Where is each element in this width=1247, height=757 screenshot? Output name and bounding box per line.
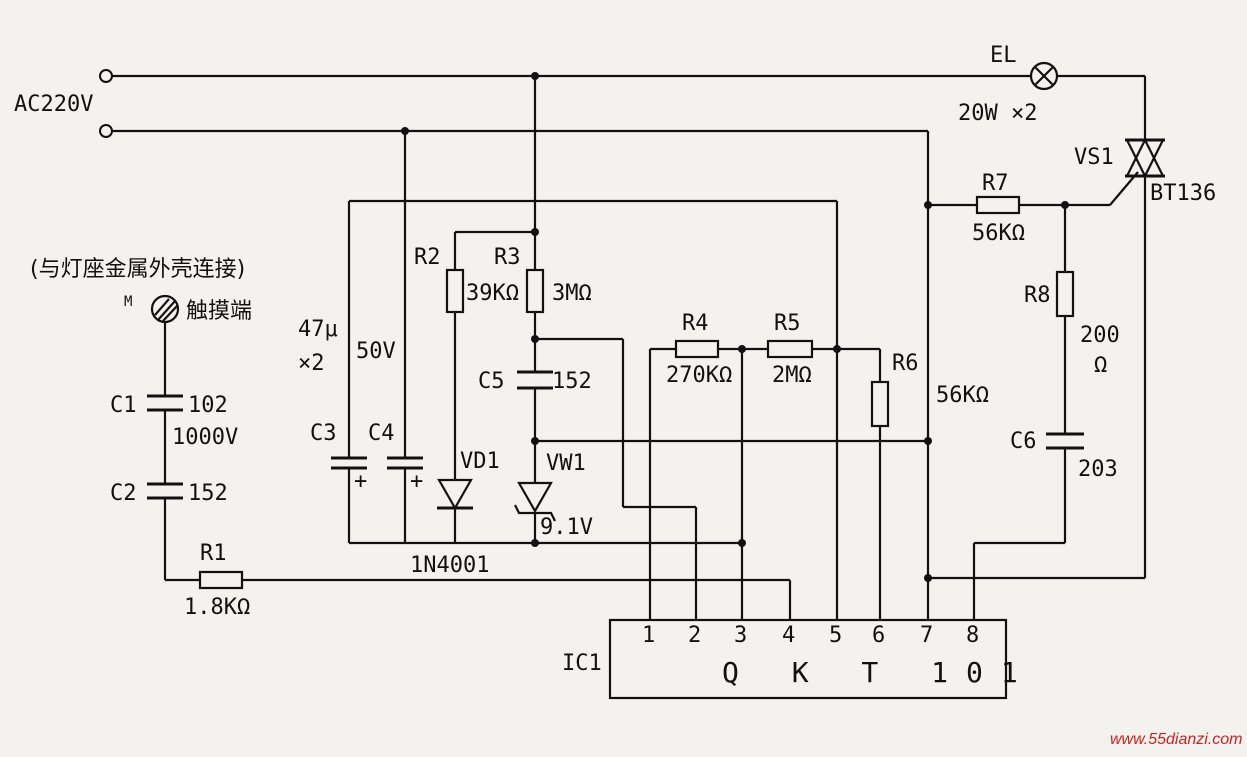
c3-label: C3 <box>310 421 337 446</box>
ic-pin-6: 6 <box>872 623 885 648</box>
c5-label: C5 <box>478 369 505 394</box>
capacitor-c6 <box>1046 432 1084 450</box>
ic-pin-4: 4 <box>782 623 795 648</box>
r6-label: R6 <box>892 351 919 376</box>
resistor-r6 <box>870 380 890 428</box>
c4-label: C4 <box>368 421 395 446</box>
capacitor-c2 <box>147 482 183 500</box>
triac-vs1 <box>1125 137 1165 179</box>
capacitor-c4 <box>387 456 423 470</box>
c34-value-1: 47μ <box>298 317 338 342</box>
vw1-label: VW1 <box>546 451 586 476</box>
ac-label: AC220V <box>14 92 93 117</box>
resistor-r2 <box>445 268 465 314</box>
c34-value-2: ×2 <box>298 351 325 376</box>
resistor-r8 <box>1055 270 1075 318</box>
touch-label: 触摸端 <box>186 299 252 324</box>
resistor-r7 <box>975 195 1021 215</box>
ic-pin-8: 8 <box>966 623 979 648</box>
watermark: www.55dianzi.com <box>1110 731 1243 748</box>
zener-vw1 <box>514 481 556 522</box>
el-rating-label: 20W ×2 <box>958 101 1037 126</box>
capacitor-c5 <box>517 370 553 390</box>
diode-vd1 <box>437 478 473 511</box>
c6-label: C6 <box>1010 429 1037 454</box>
ic-pin-5: 5 <box>829 623 842 648</box>
r4-value: 270KΩ <box>666 363 732 388</box>
c1-voltage: 1000V <box>172 425 238 450</box>
r5-value: 2MΩ <box>772 363 812 388</box>
ac-terminals <box>99 69 113 138</box>
c1-label: C1 <box>110 393 137 418</box>
c5-value: 152 <box>552 369 592 394</box>
m-label: M <box>124 294 132 310</box>
resistor-r3 <box>525 268 545 314</box>
capacitor-c1 <box>147 394 183 412</box>
resistor-r5 <box>766 339 814 359</box>
r8-label: R8 <box>1024 283 1051 308</box>
r4-label: R4 <box>682 311 709 336</box>
r1-label: R1 <box>200 541 227 566</box>
r3-label: R3 <box>494 245 521 270</box>
vw1-value: 9.1V <box>540 515 593 540</box>
capacitor-c3 <box>331 456 367 470</box>
touch-plate-icon <box>150 294 180 324</box>
diode-part-label: 1N4001 <box>410 553 489 578</box>
labels: AC220V EL 20W ×2 VS1 BT136 R7 56KΩ R8 20… <box>14 43 1243 748</box>
r7-label: R7 <box>982 171 1009 196</box>
r8-value-1: 200 <box>1080 323 1120 348</box>
r3-value: 3MΩ <box>552 281 592 306</box>
vd1-label: VD1 <box>460 449 500 474</box>
resistor-r4 <box>674 339 720 359</box>
resistor-r1 <box>198 570 244 590</box>
bt136-label: BT136 <box>1150 181 1216 206</box>
c1-value: 102 <box>188 393 228 418</box>
lamp-el <box>1029 61 1059 91</box>
c6-value: 203 <box>1078 457 1118 482</box>
c34-voltage: 50V <box>356 339 396 364</box>
r1-value: 1.8KΩ <box>184 595 250 620</box>
ic-pin-2: 2 <box>688 623 701 648</box>
ic1-package <box>608 618 1008 700</box>
r7-value: 56KΩ <box>972 221 1025 246</box>
el-label: EL <box>990 43 1017 68</box>
r2-value: 39KΩ <box>466 281 519 306</box>
ic1-label: IC1 <box>562 651 602 676</box>
ic-pin-1: 1 <box>642 623 655 648</box>
c4-plus: + <box>410 469 423 494</box>
c2-value: 152 <box>188 481 228 506</box>
touch-note: (与灯座金属外壳连接) <box>30 257 245 282</box>
r6-value: 56KΩ <box>936 383 989 408</box>
ic-pin-7: 7 <box>920 623 933 648</box>
r8-value-2: Ω <box>1094 353 1107 378</box>
c2-label: C2 <box>110 481 137 506</box>
r2-label: R2 <box>414 245 441 270</box>
ic-name: Q K T 101 <box>722 656 1036 689</box>
c3-plus: + <box>354 469 367 494</box>
r5-label: R5 <box>774 311 801 336</box>
ic-pin-3: 3 <box>734 623 747 648</box>
wires <box>108 74 1147 620</box>
vs1-label: VS1 <box>1074 145 1114 170</box>
junction-dots <box>401 72 1069 582</box>
